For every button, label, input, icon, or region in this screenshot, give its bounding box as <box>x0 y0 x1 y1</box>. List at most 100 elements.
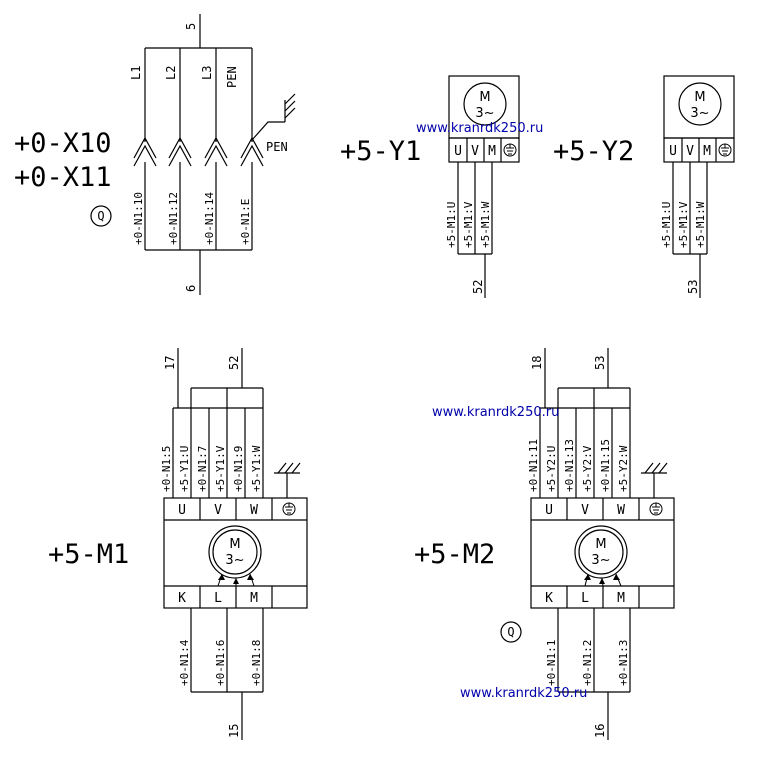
wire-number: 53 <box>593 356 607 370</box>
svg-text:K: K <box>178 591 186 606</box>
brake-y2: +5-Y2 M 3~ U V M +5-M1:U +5-M1:V +5-M1:W… <box>553 75 735 298</box>
motor-m2: +5-M2 18 53 +0-N1:11 +5-Y2:U +0-N1:13 +5… <box>414 348 675 740</box>
wire-number: 52 <box>471 280 485 294</box>
svg-text:+0-N1:5: +0-N1:5 <box>160 446 173 492</box>
svg-text:+0-N1:1: +0-N1:1 <box>545 640 558 686</box>
winding-arrows <box>584 573 622 587</box>
wire-label: +5-M1:U <box>660 202 673 248</box>
wire-number: 53 <box>686 280 700 294</box>
svg-text:3~: 3~ <box>475 106 494 121</box>
motor-m2-label: +5-M2 <box>414 539 495 570</box>
svg-text:+0-N1:3: +0-N1:3 <box>617 640 630 686</box>
pin-label: +0-N1:E <box>239 199 252 245</box>
pin-label: +0-N1:12 <box>167 192 180 245</box>
wire-number: 17 <box>163 356 177 370</box>
svg-text:M: M <box>703 144 711 159</box>
svg-text:3~: 3~ <box>690 106 709 121</box>
svg-text:V: V <box>686 144 694 159</box>
svg-text:+0-N1:2: +0-N1:2 <box>581 640 594 686</box>
svg-text:L: L <box>214 591 222 606</box>
watermark: www.kranrdk250.ru <box>432 405 559 420</box>
ground-symbol <box>641 462 668 498</box>
wire-label: +5-M1:U <box>445 202 458 248</box>
motor-symbol <box>574 525 628 579</box>
wire-number-in: 5 <box>184 23 198 30</box>
svg-text:M: M <box>694 90 705 105</box>
marker-label: Q <box>507 625 514 639</box>
svg-text:U: U <box>545 503 553 518</box>
motor-symbol <box>463 82 507 126</box>
svg-text:M: M <box>250 591 258 606</box>
svg-text:M: M <box>229 537 240 552</box>
svg-text:+0-N1:4: +0-N1:4 <box>178 639 191 686</box>
svg-text:M: M <box>479 90 490 105</box>
motor-symbol <box>678 82 722 126</box>
svg-text:K: K <box>545 591 553 606</box>
wire-label: +5-M1:V <box>462 201 475 248</box>
svg-text:+0-N1:8: +0-N1:8 <box>250 640 263 686</box>
marker-label: Q <box>97 209 104 223</box>
earth-terminal-icon <box>718 143 732 157</box>
phase-label-l3: L3 <box>200 66 214 80</box>
winding-arrows <box>217 573 255 587</box>
wire-label: +5-M1:W <box>479 201 492 248</box>
ground-symbol <box>251 93 296 141</box>
earth-terminal-icon <box>282 502 296 516</box>
svg-text:+0-N1:13: +0-N1:13 <box>563 439 576 492</box>
marker-circle <box>500 621 522 643</box>
pin-label: +0-N1:14 <box>203 192 216 245</box>
svg-text:+5-Y2:W: +5-Y2:W <box>617 445 630 492</box>
brake-y2-label: +5-Y2 <box>553 136 634 167</box>
svg-text:3~: 3~ <box>225 553 244 568</box>
svg-text:U: U <box>669 144 677 159</box>
connector-x10-x11: +0-X10 +0-X11 5 L1 L2 L3 PEN 6 <box>14 14 296 295</box>
ground-symbol <box>274 462 301 498</box>
svg-text:M: M <box>617 591 625 606</box>
wire-label: +5-M1:W <box>694 201 707 248</box>
phase-label-l1: L1 <box>129 66 143 80</box>
svg-text:+0-N1:9: +0-N1:9 <box>232 446 245 492</box>
svg-text:M: M <box>595 537 606 552</box>
marker-circle <box>90 205 112 227</box>
svg-text:+0-N1:15: +0-N1:15 <box>599 439 612 492</box>
watermark: www.kranrdk250.ru <box>460 686 587 701</box>
svg-text:V: V <box>214 503 222 518</box>
connector-label-bottom: +0-X11 <box>14 162 112 193</box>
motor-m1: +5-M1 17 52 +0-N1:5 +5-Y1:U +0-N1:7 +5-Y… <box>48 348 308 740</box>
svg-text:W: W <box>250 503 258 518</box>
svg-text:L: L <box>581 591 589 606</box>
svg-text:W: W <box>617 503 625 518</box>
plug-chevrons <box>133 136 264 167</box>
svg-text:+0-N1:7: +0-N1:7 <box>196 446 209 492</box>
motor-symbol <box>208 525 262 579</box>
svg-text:U: U <box>454 144 462 159</box>
wire-number: 18 <box>530 356 544 370</box>
wire-number: 16 <box>593 724 607 738</box>
wire-label: +5-M1:V <box>677 201 690 248</box>
phase-label-l2: L2 <box>164 66 178 80</box>
svg-text:+0-N1:6: +0-N1:6 <box>214 640 227 686</box>
svg-text:+5-Y2:U: +5-Y2:U <box>545 446 558 492</box>
svg-text:+5-Y1:V: +5-Y1:V <box>214 445 227 492</box>
pin-label: +0-N1:10 <box>132 192 145 245</box>
wire-number-out: 6 <box>184 285 198 292</box>
motor-m1-label: +5-M1 <box>48 539 129 570</box>
ground-label: PEN <box>266 140 288 154</box>
wire-number: 15 <box>227 724 241 738</box>
svg-text:+5-Y1:U: +5-Y1:U <box>178 446 191 492</box>
svg-text:V: V <box>471 144 479 159</box>
svg-text:M: M <box>488 144 496 159</box>
phase-label-pen: PEN <box>225 66 239 88</box>
watermark: www.kranrdk250.ru <box>416 121 543 136</box>
svg-text:+5-Y2:V: +5-Y2:V <box>581 445 594 492</box>
svg-text:3~: 3~ <box>591 553 610 568</box>
earth-terminal-icon <box>649 502 663 516</box>
brake-y1: +5-Y1 M 3~ U V M +5-M1:U +5-M1:V +5-M1:W… <box>340 75 520 298</box>
svg-text:U: U <box>178 503 186 518</box>
earth-terminal-icon <box>503 143 517 157</box>
svg-text:V: V <box>581 503 589 518</box>
svg-text:+0-N1:11: +0-N1:11 <box>527 439 540 492</box>
brake-y1-label: +5-Y1 <box>340 136 421 167</box>
